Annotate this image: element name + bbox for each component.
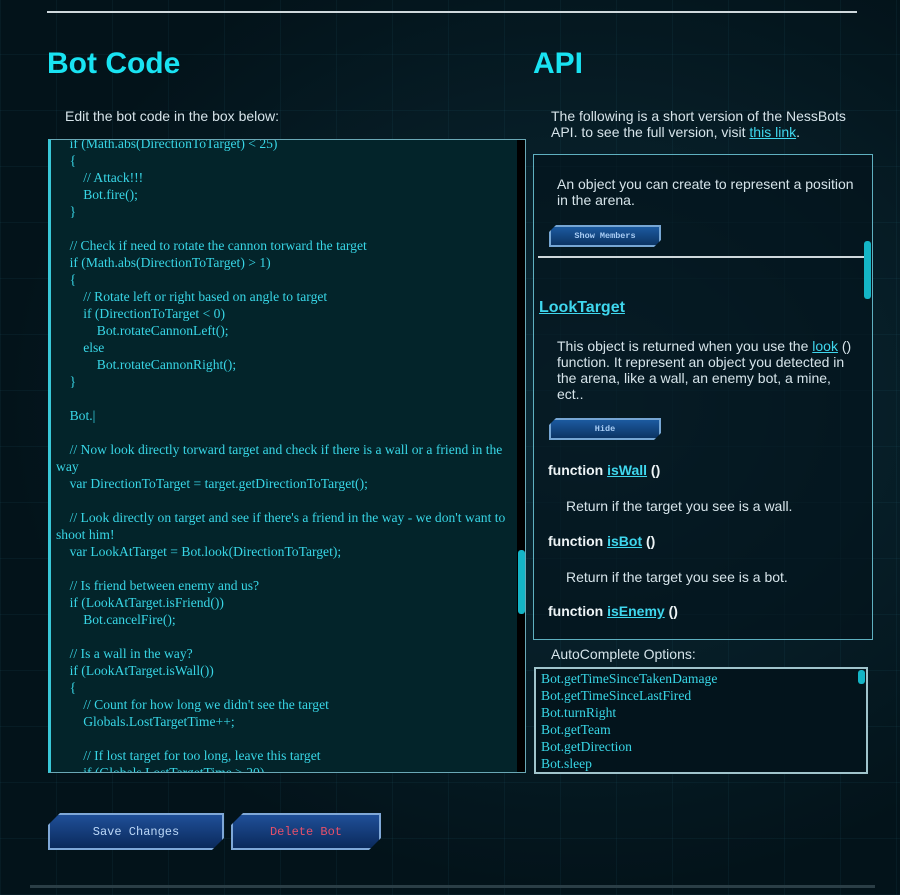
function-keyword: function	[548, 462, 604, 478]
autocomplete-option[interactable]: Bot.getTimeSinceLastFired	[541, 688, 692, 703]
autocomplete-scroll-thumb[interactable]	[858, 670, 865, 684]
function-parens: ()	[647, 462, 661, 478]
autocomplete-option[interactable]: Bot.sleep	[541, 756, 592, 771]
autocomplete-label: AutoComplete Options:	[551, 646, 696, 662]
position-description: An object you can create to represent a …	[557, 176, 854, 208]
bot-code-heading: Bot Code	[47, 47, 181, 80]
look-desc-post: () function. It represent an object you …	[557, 338, 852, 402]
editor-scrollbar[interactable]	[517, 140, 525, 772]
api-panel[interactable]: An object you can create to represent a …	[533, 154, 873, 640]
function-is-wall: function isWall ()	[548, 462, 660, 478]
delete-bot-button[interactable]: Delete Bot	[231, 813, 381, 850]
function-keyword: function	[548, 603, 604, 619]
api-intro-text: The following is a short version of the …	[551, 108, 846, 140]
full-api-link[interactable]: this link	[749, 124, 797, 140]
autocomplete-option[interactable]: Bot.getDirection	[541, 739, 632, 754]
autocomplete-option[interactable]: Bot.getTimeSinceTakenDamage	[541, 671, 718, 686]
look-target-title[interactable]: LookTarget	[539, 299, 625, 316]
api-intro: The following is a short version of the …	[551, 108, 861, 140]
autocomplete-option[interactable]: Bot.getTeam	[541, 722, 611, 737]
autocomplete-list[interactable]: Bot.getTimeSinceTakenDamage Bot.getTimeS…	[534, 667, 868, 774]
function-parens: ()	[664, 603, 678, 619]
code-editor[interactable]: if (Math.abs(DirectionToTarget) < 25) { …	[48, 139, 526, 773]
is-bot-link[interactable]: isBot	[607, 533, 643, 549]
api-divider	[538, 256, 864, 258]
api-heading: API	[533, 47, 584, 80]
editor-scroll-thumb[interactable]	[518, 550, 525, 614]
api-intro-end: .	[796, 124, 800, 140]
top-divider	[47, 11, 857, 13]
look-target-description: This object is returned when you use the…	[557, 338, 857, 402]
code-text[interactable]: if (Math.abs(DirectionToTarget) < 25) { …	[56, 139, 506, 773]
function-keyword: function	[548, 533, 604, 549]
is-wall-link[interactable]: isWall	[607, 462, 648, 478]
api-scrollbar[interactable]	[863, 155, 872, 639]
bottom-divider	[30, 885, 875, 888]
look-desc-pre: This object is returned when you use the	[557, 338, 813, 354]
save-changes-button[interactable]: Save Changes	[48, 813, 224, 850]
api-scroll-thumb[interactable]	[864, 241, 871, 299]
editor-instructions: Edit the bot code in the box below:	[65, 108, 280, 124]
hide-button[interactable]: Hide	[549, 418, 661, 440]
is-enemy-link[interactable]: isEnemy	[607, 603, 665, 619]
autocomplete-option[interactable]: Bot.turnRight	[541, 705, 617, 720]
show-members-button[interactable]: Show Members	[549, 225, 661, 247]
autocomplete-scrollbar[interactable]	[857, 669, 866, 772]
is-wall-description: Return if the target you see is a wall.	[566, 498, 793, 514]
look-function-link[interactable]: look	[812, 338, 838, 354]
function-is-enemy: function isEnemy ()	[548, 603, 678, 619]
function-parens: ()	[642, 533, 656, 549]
is-bot-description: Return if the target you see is a bot.	[566, 569, 788, 585]
function-is-bot: function isBot ()	[548, 533, 655, 549]
